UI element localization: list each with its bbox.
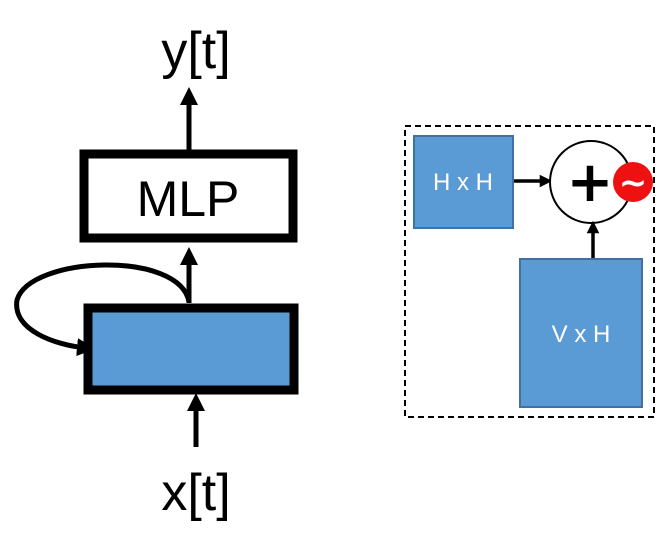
hidden-state-block [83,303,299,395]
rnn-cell-diagram: y[t] MLP x[t] [14,22,299,522]
recurrent-loop-arrow [14,262,192,357]
dashed-boundary [404,125,655,418]
output-label: y[t] [161,22,230,80]
cell-internals-diagram: H x H + ~ V x H [404,125,655,418]
recurrent-weight-label: H x H [433,169,493,196]
recurrent-weight-block [413,135,514,229]
input-weight-block [519,258,643,408]
activation-badge [613,162,653,202]
mlp-block [79,149,298,243]
input-label: x[t] [161,464,230,522]
mlp-label: MLP [137,171,240,227]
activation-symbol: ~ [619,163,648,203]
sum-symbol: + [567,150,614,215]
input-weight-label: V x H [552,321,611,348]
